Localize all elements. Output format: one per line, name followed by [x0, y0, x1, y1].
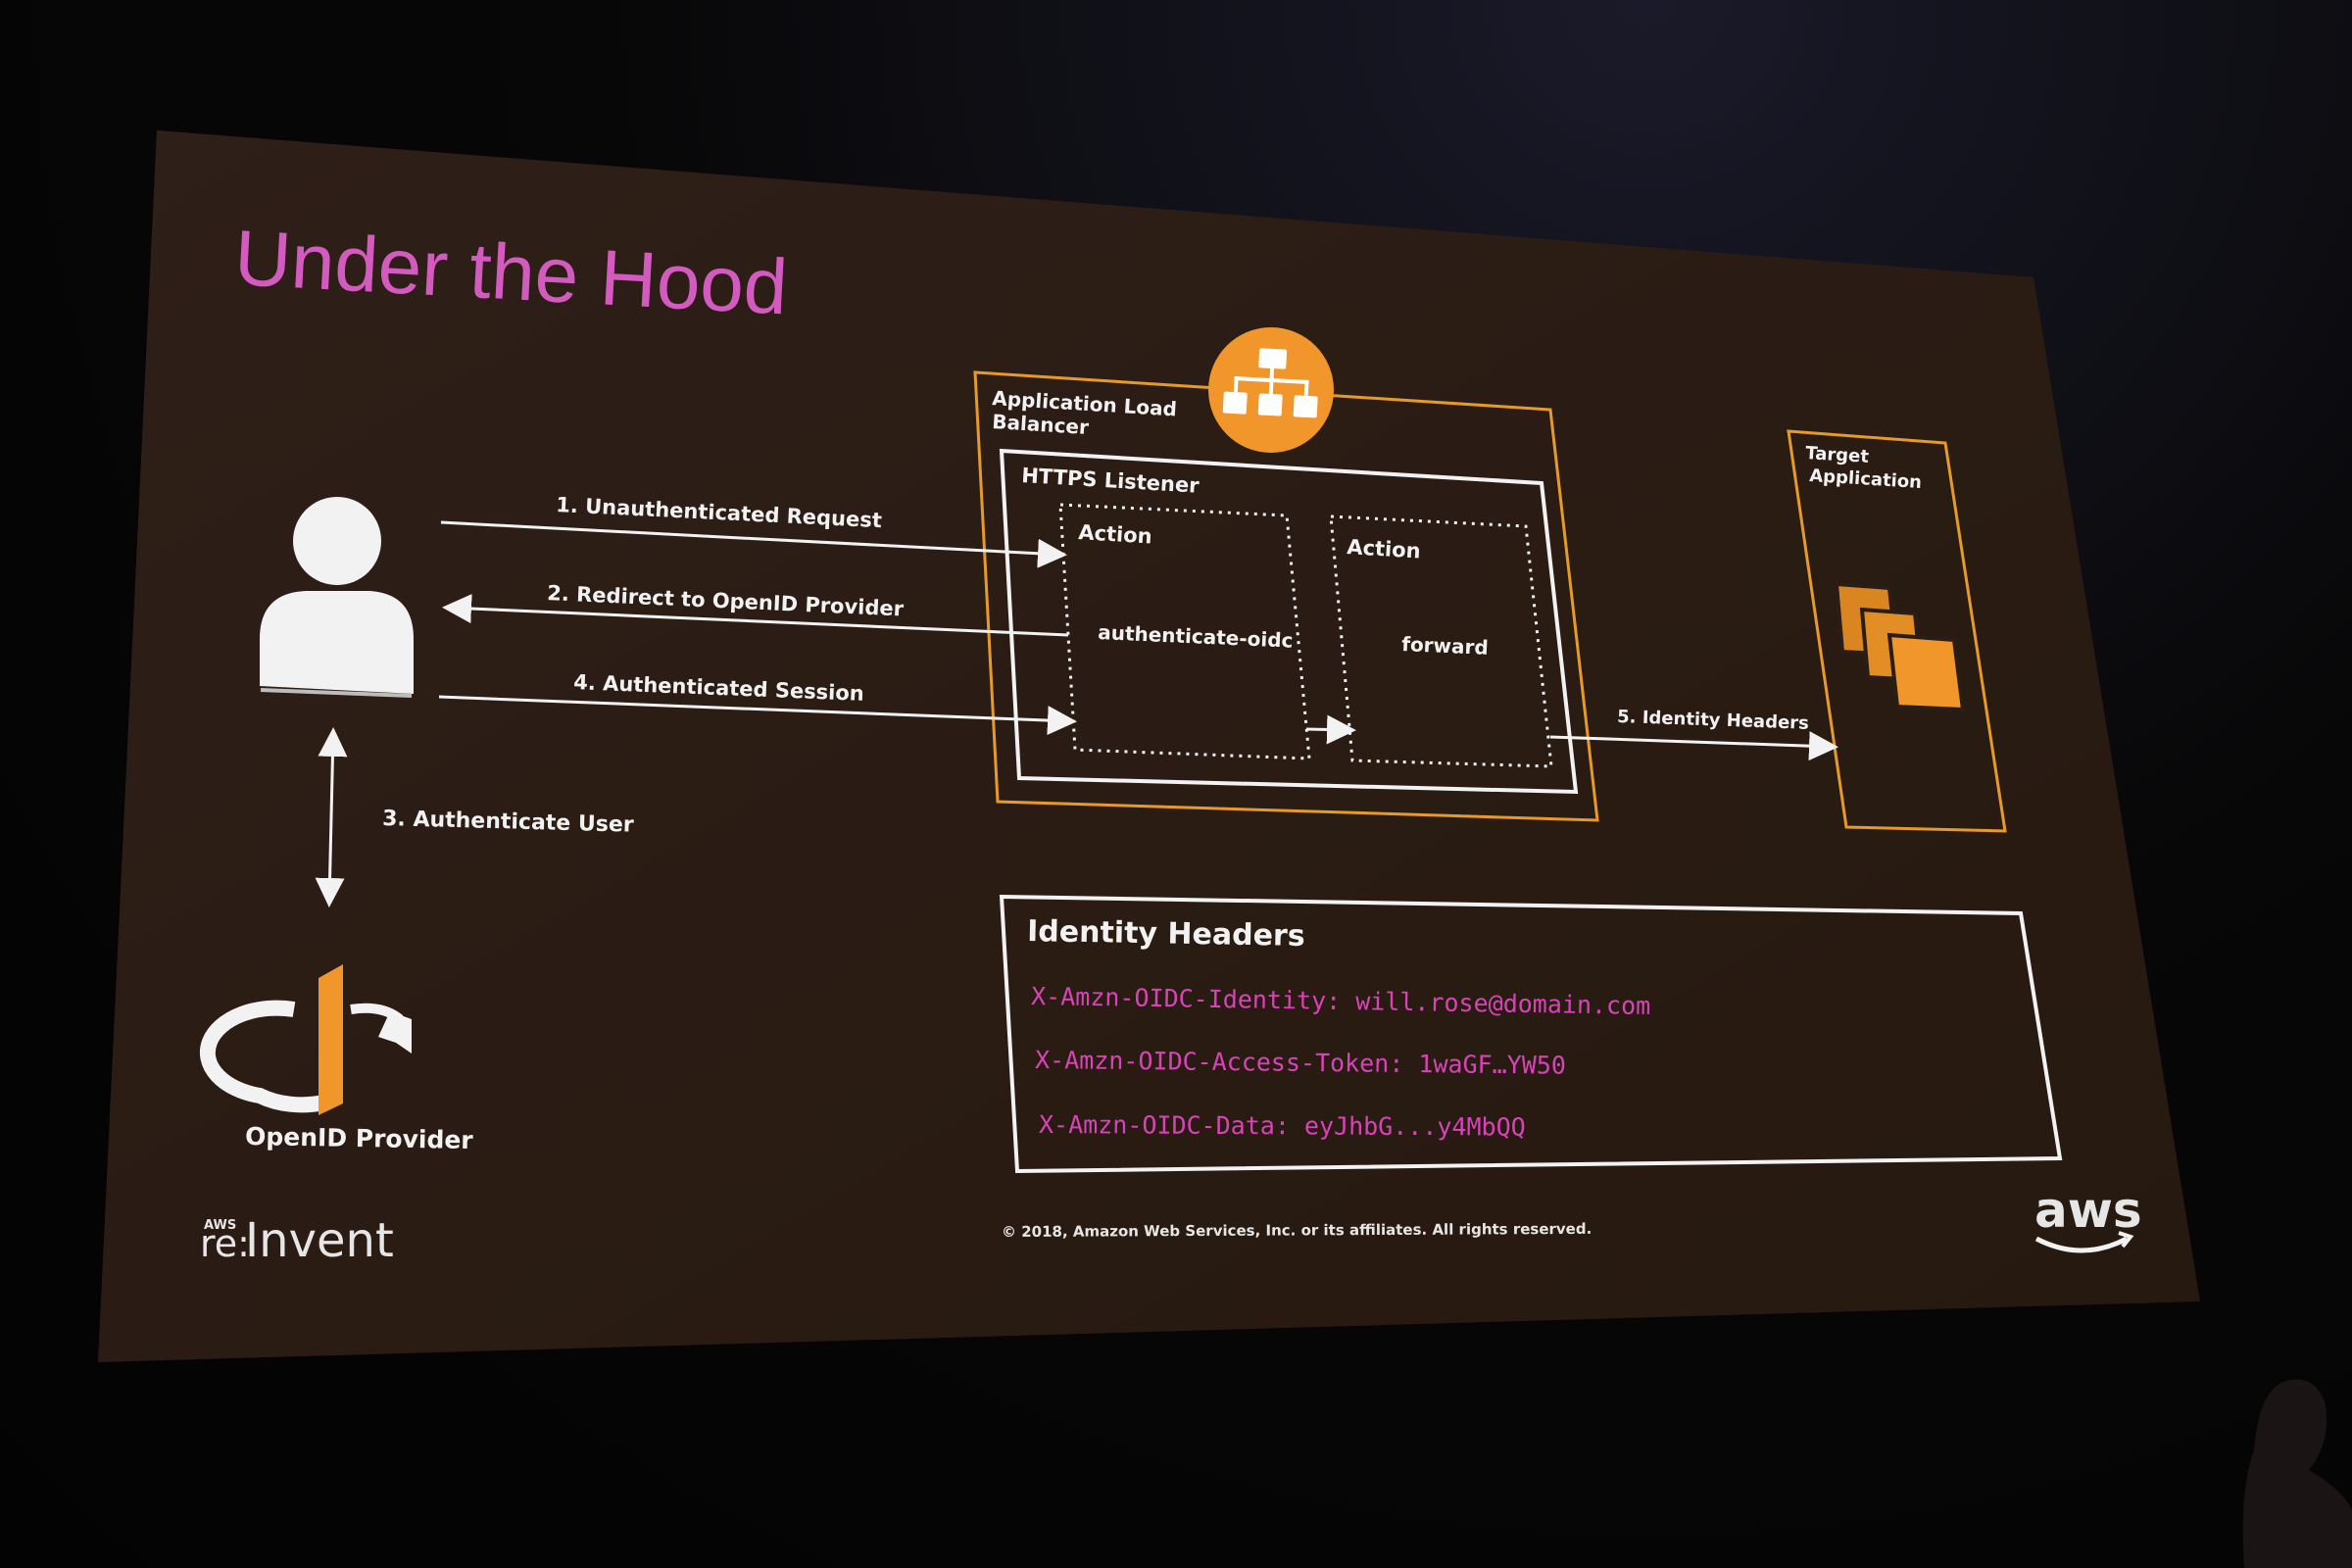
- identity-headers-box: [999, 894, 2063, 1174]
- action-authenticate-box: [1058, 503, 1311, 760]
- action1-label: Action: [1078, 520, 1153, 548]
- flow-authenticate-user-arrow: [315, 727, 348, 907]
- https-listener-box: [999, 448, 1579, 795]
- action-chain-arrow: [1305, 714, 1356, 745]
- aws-smile-logo: aws: [2034, 1182, 2142, 1253]
- reinvent-invent: Invent: [245, 1213, 394, 1268]
- audience-silhouette: [2242, 1379, 2352, 1568]
- openid-provider-label: OpenID Provider: [245, 1122, 474, 1154]
- copyright-text: © 2018, Amazon Web Services, Inc. or its…: [1002, 1220, 1592, 1241]
- action2-value: forward: [1401, 632, 1489, 660]
- identity-header-line2: X-Amzn-OIDC-Access-Token: 1waGF…YW50: [1035, 1046, 1566, 1080]
- flow-identity-headers-arrow: [1549, 731, 1838, 761]
- flow-unauthenticated-request-arrow: [440, 520, 1067, 568]
- reinvent-re: re:: [200, 1222, 250, 1265]
- identity-headers-title: Identity Headers: [1027, 914, 1305, 954]
- aws-logo-text: aws: [2034, 1182, 2142, 1239]
- flow-authenticated-session-arrow: [438, 695, 1077, 736]
- slide-background: [98, 130, 2200, 1362]
- identity-header-line3: X-Amzn-OIDC-Data: eyJhbG...y4MbQQ: [1039, 1110, 1526, 1142]
- load-balancer-icon: [1208, 327, 1334, 453]
- alb-boundary: [973, 370, 1599, 822]
- reinvent-logo: AWS re: Invent: [200, 1213, 394, 1268]
- reinvent-aws-small: AWS: [204, 1218, 236, 1233]
- action2-label: Action: [1347, 535, 1422, 563]
- target-label-line1: Target: [1805, 443, 1870, 467]
- openid-logo: [199, 964, 412, 1115]
- flow-redirect-arrow: [442, 594, 1069, 637]
- ec2-instances-icon: [1834, 581, 1966, 712]
- user-icon: [260, 497, 414, 698]
- target-application-box: [1787, 429, 2007, 833]
